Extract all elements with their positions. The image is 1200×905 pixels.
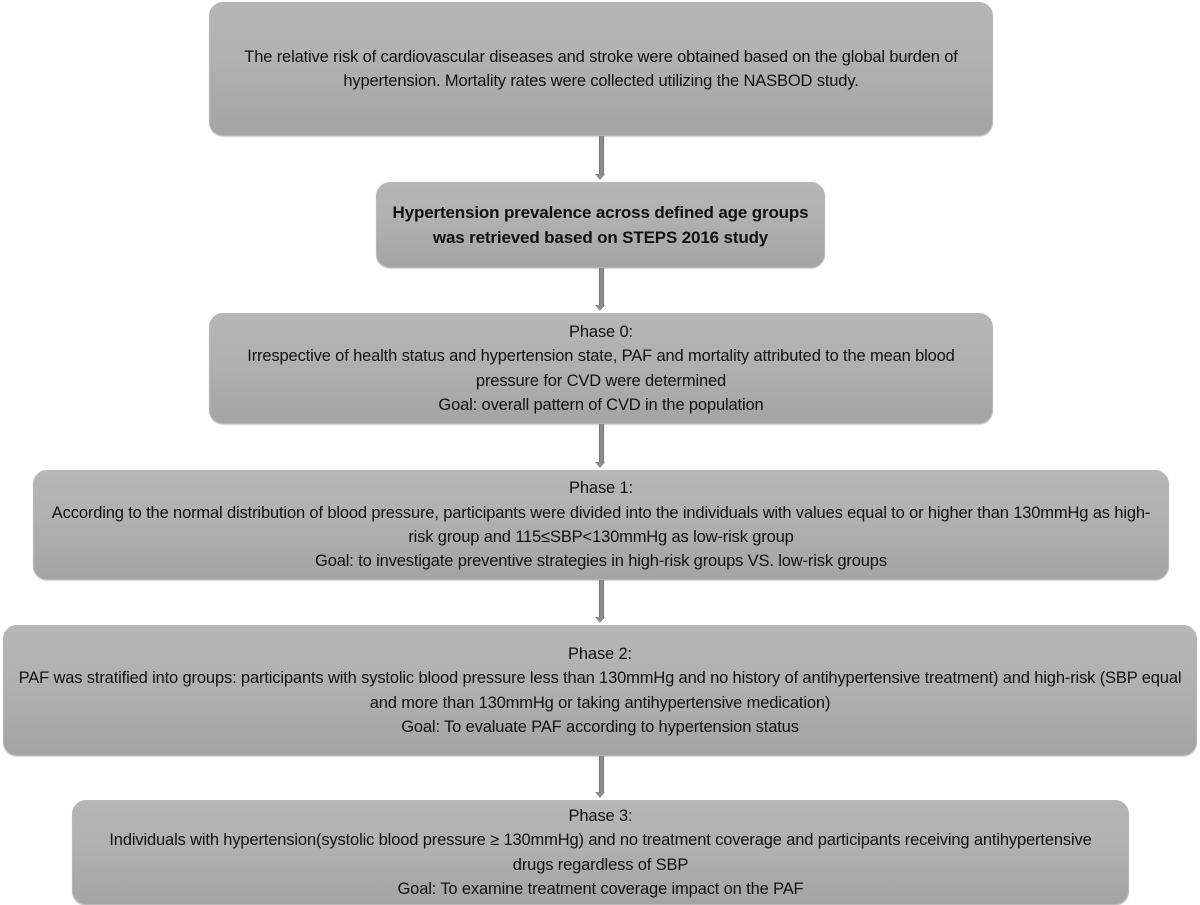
node-phase-0-text: Phase 0: Irrespective of health status a… [247,322,955,414]
node-phase-1-text: Phase 1: According to the normal distrib… [51,479,1151,571]
connector-source-to-prevalence [599,136,604,176]
connector-phase0-to-phase1 [599,424,604,464]
arrowhead-down-icon [595,792,605,798]
node-phase-2-text: Phase 2: PAF was stratified into groups:… [18,644,1182,736]
arrowhead-down-icon [595,462,605,468]
connector-phase1-to-phase2 [599,580,604,619]
connector-prevalence-to-phase0 [599,268,604,307]
arrowhead-down-icon [595,305,605,311]
node-phase-1[interactable]: Phase 1: According to the normal distrib… [33,470,1169,580]
connector-phase2-to-phase3 [599,756,604,794]
node-data-source[interactable]: The relative risk of cardiovascular dise… [209,2,993,136]
node-phase-3[interactable]: Phase 3: Individuals with hypertension(s… [72,800,1129,905]
node-phase-3-text: Phase 3: Individuals with hypertension(s… [109,806,1092,898]
node-hypertension-prevalence-text: Hypertension prevalence across defined a… [392,202,809,247]
node-phase-0[interactable]: Phase 0: Irrespective of health status a… [209,313,993,424]
node-phase-2[interactable]: Phase 2: PAF was stratified into groups:… [3,625,1197,756]
node-hypertension-prevalence[interactable]: Hypertension prevalence across defined a… [376,182,825,268]
arrowhead-down-icon [595,174,605,180]
arrowhead-down-icon [595,617,605,623]
node-data-source-text: The relative risk of cardiovascular dise… [244,47,958,90]
